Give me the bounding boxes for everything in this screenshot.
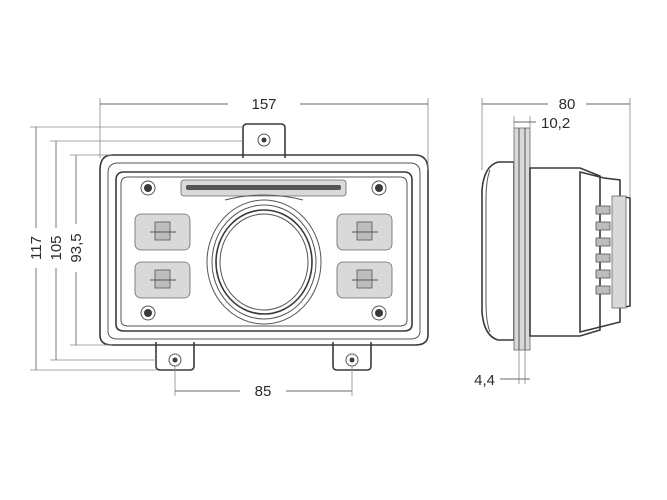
corner-screw-top-right bbox=[371, 180, 387, 196]
led-module-upper-left bbox=[134, 213, 191, 251]
dimension-flange-10-2: 10,2 bbox=[513, 115, 570, 132]
dimension-label-117: 117 bbox=[28, 236, 45, 260]
position-light-bar bbox=[180, 179, 347, 197]
central-projector-lens bbox=[206, 194, 322, 325]
dimension-height-93-5: 93,5 bbox=[68, 154, 112, 346]
housing-outer bbox=[99, 154, 429, 346]
dimension-height-105: 105 bbox=[48, 140, 243, 361]
corner-screw-bottom-left bbox=[140, 305, 156, 321]
corner-screw-top-left bbox=[140, 180, 156, 196]
dimension-label-10-2: 10,2 bbox=[541, 115, 570, 132]
dimension-bolt-spacing-85: 85 bbox=[174, 366, 353, 400]
top-mounting-tab bbox=[242, 123, 286, 158]
dimension-label-93-5: 93,5 bbox=[68, 233, 85, 262]
led-module-lower-right bbox=[336, 261, 393, 299]
dimension-label-4-4: 4,4 bbox=[474, 372, 495, 389]
side-lens-body bbox=[481, 161, 515, 341]
bottom-left-mounting-tab bbox=[155, 342, 195, 371]
dimension-height-117: 117 bbox=[28, 126, 243, 371]
front-view bbox=[99, 123, 429, 371]
housing-inner-ring bbox=[107, 162, 421, 340]
dimension-width-157: 157 bbox=[99, 96, 429, 170]
led-module-upper-right bbox=[336, 213, 393, 251]
dimension-label-157: 157 bbox=[251, 96, 276, 113]
dimension-label-80: 80 bbox=[559, 96, 576, 113]
dimension-label-105: 105 bbox=[48, 235, 65, 260]
dimension-depth-80: 80 bbox=[481, 96, 631, 198]
led-module-lower-left bbox=[134, 261, 191, 299]
side-view bbox=[481, 127, 631, 351]
bottom-right-mounting-tab bbox=[332, 342, 372, 371]
dimension-label-85: 85 bbox=[255, 383, 272, 400]
corner-screw-bottom-right bbox=[371, 305, 387, 321]
lens-frame bbox=[115, 171, 413, 332]
side-mounting-bracket bbox=[513, 127, 531, 351]
dimension-bracket-4-4: 4,4 bbox=[474, 350, 530, 389]
side-heatsink bbox=[579, 170, 631, 334]
side-rear-housing bbox=[529, 167, 601, 337]
